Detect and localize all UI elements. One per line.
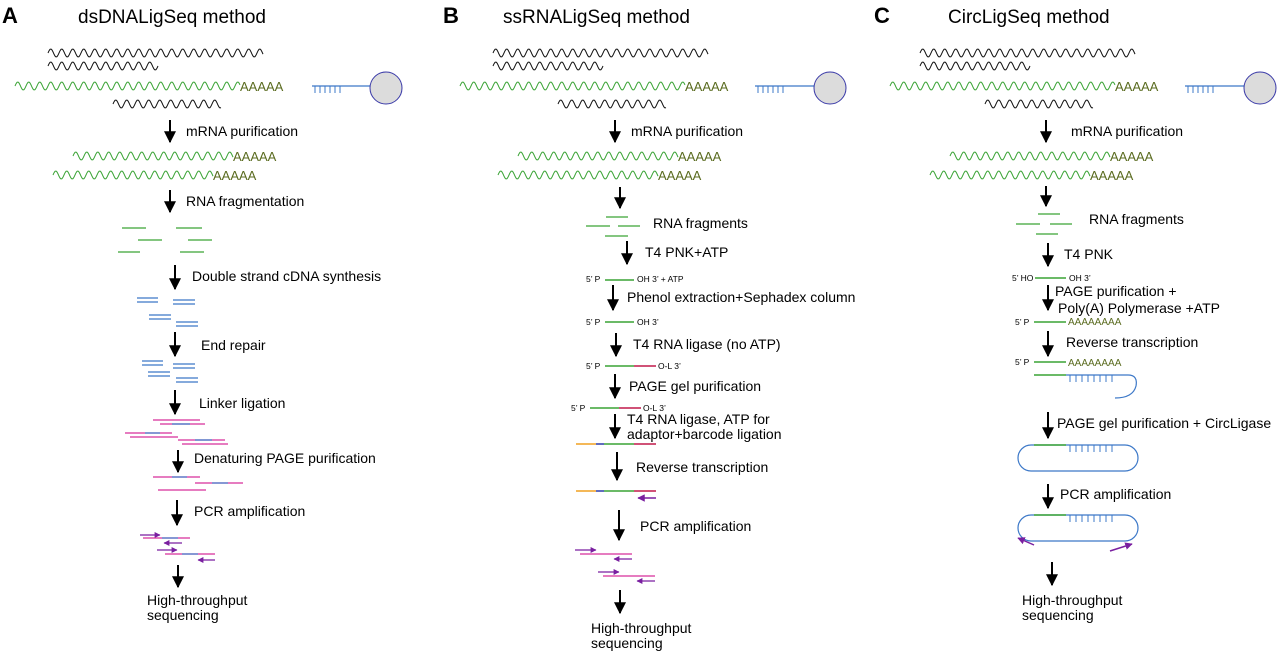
panel-a: A dsDNALigSeq method AAAAA mRNA purifica… bbox=[2, 3, 403, 623]
step-label: T4 PNK bbox=[1064, 246, 1114, 262]
final-step-line1: High-throughput bbox=[147, 592, 248, 608]
panel-a-letter: A bbox=[2, 3, 18, 28]
panel-c-title: CircLigSeq method bbox=[948, 7, 1110, 28]
polya-tail: AAAAA bbox=[233, 149, 277, 164]
rna-wave bbox=[919, 48, 1136, 58]
three-prime-oh-label: OH 3’ bbox=[1069, 273, 1091, 283]
step-label: Phenol extraction+Sephadex column bbox=[627, 289, 855, 305]
final-step-line2: sequencing bbox=[147, 607, 219, 623]
step-label: T4 RNA ligase, ATP for bbox=[627, 411, 770, 427]
panel-b-letter: B bbox=[443, 3, 459, 28]
step-label: T4 PNK+ATP bbox=[645, 244, 728, 260]
circular-pcr-template bbox=[1017, 514, 1139, 552]
end-repaired-fragments bbox=[142, 360, 198, 383]
step-label: RNA fragments bbox=[1089, 211, 1184, 227]
step-label: PCR amplification bbox=[1060, 486, 1171, 502]
polya-tail: AAAAA bbox=[213, 168, 257, 183]
polya-tail: AAAAA bbox=[685, 79, 729, 94]
panel-c: C CircLigSeq method AAAAA mRNA purificat… bbox=[874, 3, 1277, 623]
pcr-products bbox=[140, 532, 215, 563]
panel-a-title: dsDNALigSeq method bbox=[78, 7, 266, 28]
polya-tail: AAAAA bbox=[240, 79, 284, 94]
step-label: RNA fragmentation bbox=[186, 193, 304, 209]
final-step-line1: High-throughput bbox=[591, 620, 692, 636]
polya-tail: AAAAA bbox=[1110, 149, 1154, 164]
five-prime-ho-label: 5’ HO bbox=[1012, 273, 1034, 283]
mrna-wave bbox=[517, 151, 679, 161]
rna-fragments bbox=[118, 227, 212, 253]
oligo-dt-bead bbox=[755, 71, 847, 105]
rna-fragments bbox=[586, 216, 640, 237]
rt-cdna bbox=[1034, 374, 1137, 399]
rna-wave bbox=[492, 48, 709, 58]
rna-wave bbox=[919, 61, 1031, 71]
mrna-wave bbox=[889, 81, 1116, 91]
step-label: Double strand cDNA synthesis bbox=[192, 268, 381, 284]
step-label: Reverse transcription bbox=[636, 459, 768, 475]
step-label: Denaturing PAGE purification bbox=[194, 450, 376, 466]
step-label: adaptor+barcode ligation bbox=[627, 426, 782, 442]
polya-tail: AAAAA bbox=[678, 149, 722, 164]
five-prime-p-label: 5’ P bbox=[1015, 317, 1030, 327]
mrna-wave bbox=[459, 81, 686, 91]
polya-tail: AAAAA bbox=[1115, 79, 1159, 94]
five-prime-p-label: 5’ P bbox=[1015, 357, 1030, 367]
oligo-dt-bead bbox=[312, 71, 403, 105]
step-label: PCR amplification bbox=[194, 503, 305, 519]
mrna-wave bbox=[497, 170, 659, 180]
step-label: PAGE gel purification bbox=[629, 378, 761, 394]
step-label: PAGE purification + bbox=[1055, 283, 1177, 299]
mrna-wave bbox=[14, 81, 241, 91]
polya-tail: AAAAAAAA bbox=[1068, 358, 1122, 369]
three-prime-oh-atp-label: OH 3’ + ATP bbox=[637, 274, 684, 284]
five-prime-p-label: 5’ P bbox=[586, 274, 601, 284]
step-label: End repair bbox=[201, 337, 266, 353]
step-label: Poly(A) Polymerase +ATP bbox=[1058, 300, 1220, 316]
three-prime-oh-label: OH 3’ bbox=[637, 317, 659, 327]
rna-wave bbox=[557, 99, 667, 109]
panel-c-letter: C bbox=[874, 3, 890, 28]
five-prime-p-label: 5’ P bbox=[571, 403, 586, 413]
final-step-line1: High-throughput bbox=[1022, 592, 1123, 608]
rna-wave bbox=[47, 61, 159, 71]
step-label: mRNA purification bbox=[186, 123, 298, 139]
polya-tail: AAAAA bbox=[658, 168, 702, 183]
ds-cdna-fragments bbox=[137, 297, 198, 327]
pcr-products bbox=[575, 547, 655, 584]
oligo-dt-bead bbox=[1185, 71, 1277, 105]
mrna-wave bbox=[52, 170, 214, 180]
step-label: mRNA purification bbox=[631, 123, 743, 139]
circularized-cdna bbox=[1017, 444, 1139, 472]
polya-tail: AAAAA bbox=[1090, 168, 1134, 183]
rna-fragments bbox=[1016, 213, 1072, 235]
five-prime-p-label: 5’ P bbox=[586, 317, 601, 327]
polya-tail: AAAAAAAA bbox=[1068, 317, 1122, 328]
mrna-wave bbox=[72, 151, 234, 161]
rna-wave bbox=[112, 99, 222, 109]
three-prime-ol-label: O-L 3’ bbox=[658, 361, 681, 371]
final-step-line2: sequencing bbox=[591, 635, 663, 651]
step-label: Reverse transcription bbox=[1066, 334, 1198, 350]
linker-ligated-fragments bbox=[125, 419, 228, 445]
rna-wave bbox=[47, 48, 264, 58]
mrna-wave bbox=[949, 151, 1111, 161]
rna-wave bbox=[984, 99, 1094, 109]
denatured-fragments bbox=[153, 476, 243, 491]
five-prime-p-label: 5’ P bbox=[586, 361, 601, 371]
rt-product bbox=[576, 490, 656, 502]
panel-b-title: ssRNALigSeq method bbox=[503, 7, 690, 28]
step-label: RNA fragments bbox=[653, 215, 748, 231]
step-label: mRNA purification bbox=[1071, 123, 1183, 139]
step-label: PCR amplification bbox=[640, 518, 751, 534]
final-step-line2: sequencing bbox=[1022, 607, 1094, 623]
step-label: T4 RNA ligase (no ATP) bbox=[633, 336, 781, 352]
three-prime-ol-label: O-L 3’ bbox=[643, 403, 666, 413]
rna-wave bbox=[492, 61, 604, 71]
mrna-wave bbox=[929, 170, 1091, 180]
step-label: Linker ligation bbox=[199, 395, 285, 411]
step-label: PAGE gel purification + CircLigase bbox=[1057, 415, 1271, 431]
panel-b: B ssRNALigSeq method AAAAA mRNA purifica… bbox=[443, 3, 855, 651]
